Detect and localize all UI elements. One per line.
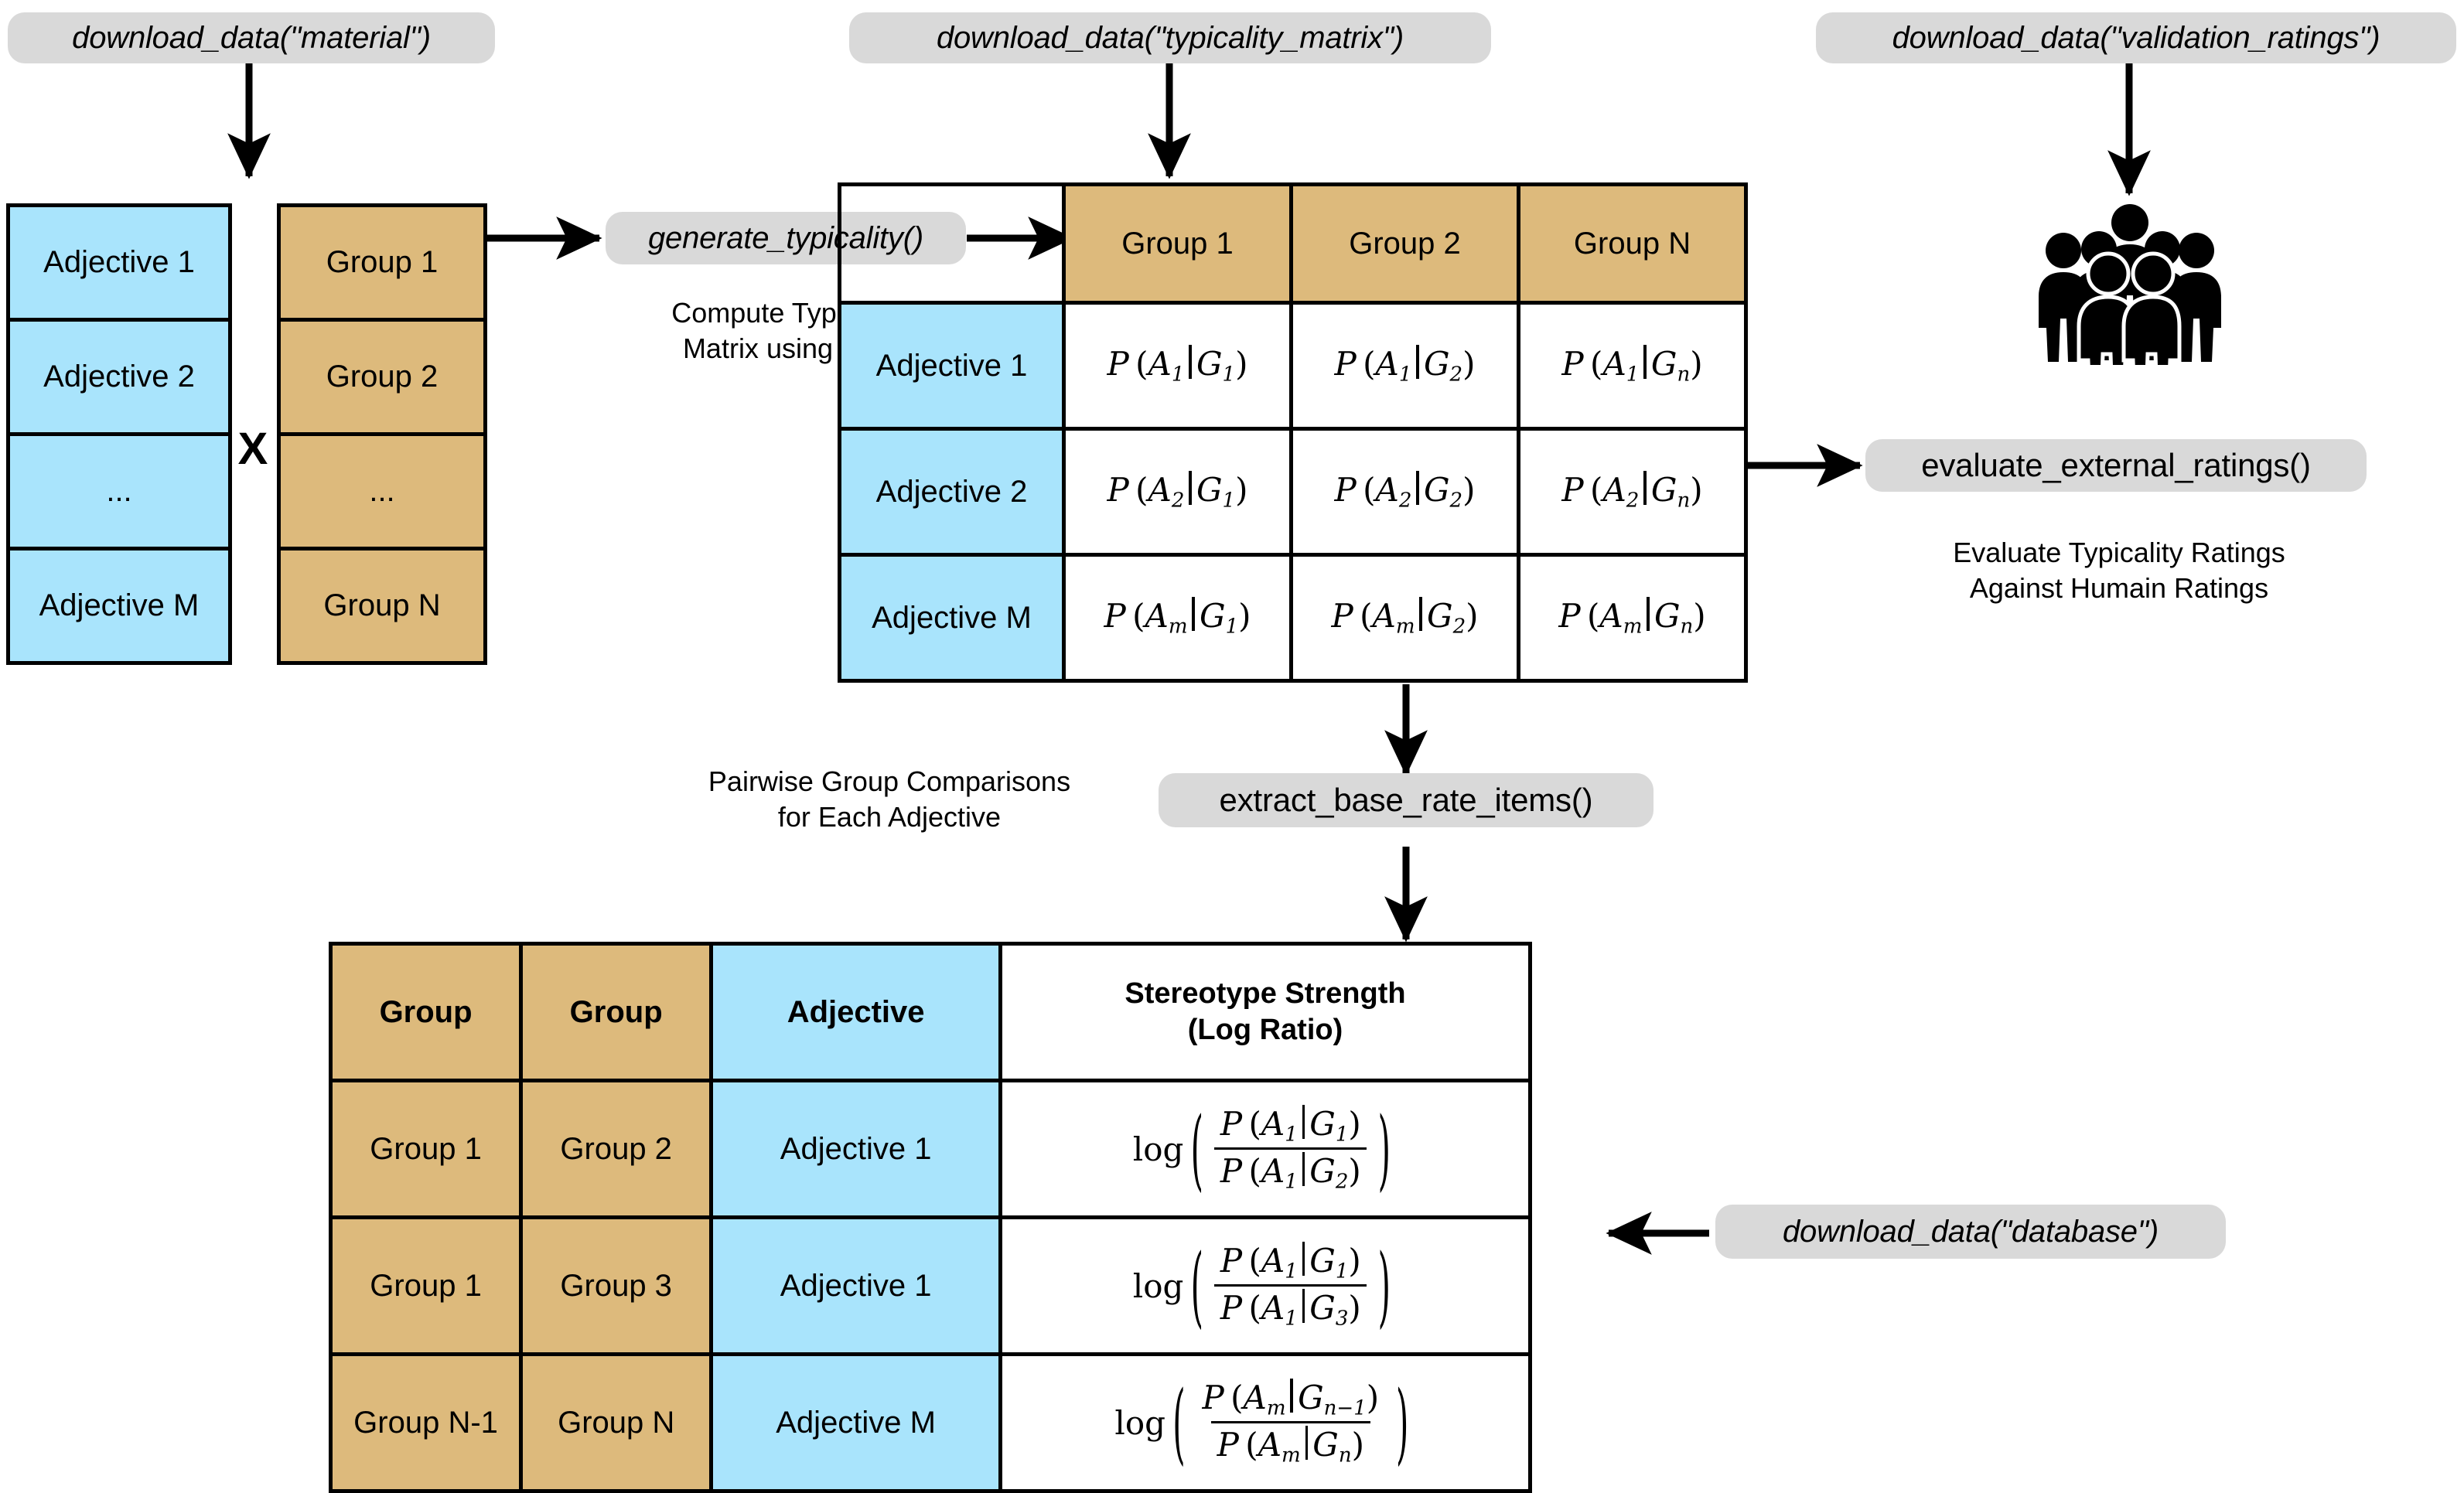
group-cell: Group 2 — [277, 318, 487, 436]
group-column: Group 1 Group 2 ... Group N — [277, 203, 487, 665]
adjective-cell-ellipsis: ... — [6, 432, 232, 551]
adjective-cell: Adjective 1 — [6, 203, 232, 322]
result-table-header-row: Group Group Adjective Stereotype Strengt… — [328, 942, 1532, 1082]
result-header-group-a: Group — [328, 942, 524, 1082]
callout-download-material[interactable]: download_data("material") — [8, 12, 495, 63]
cell-group-a: Group N-1 — [328, 1352, 524, 1493]
matrix-row-header: Adjective M — [838, 553, 1066, 683]
callout-download-validation-ratings[interactable]: download_data("validation_ratings") — [1816, 12, 2456, 63]
header-line-2: (Log Ratio) — [1187, 1014, 1343, 1046]
matrix-header-row: Group 1 Group 2 Group N — [838, 182, 1748, 305]
matrix-col-header: Group 1 — [1062, 182, 1293, 305]
result-header-adjective: Adjective — [709, 942, 1003, 1082]
cell-group-b: Group 3 — [519, 1215, 714, 1356]
matrix-col-header: Group 2 — [1289, 182, 1520, 305]
adjective-column: Adjective 1 Adjective 2 ... Adjective M — [6, 203, 232, 665]
callout-download-typicality-matrix[interactable]: download_data("typicality_matrix") — [849, 12, 1491, 63]
cell-group-b: Group N — [519, 1352, 714, 1493]
adjective-cell: Adjective M — [6, 547, 232, 665]
group-cell: Group N — [277, 547, 487, 665]
adjective-cell: Adjective 2 — [6, 318, 232, 436]
cross-operator: X — [237, 424, 268, 474]
result-header-group-b: Group — [519, 942, 714, 1082]
callout-download-database[interactable]: download_data("database") — [1715, 1205, 2226, 1259]
result-table-row: Group N-1 Group N Adjective M log( P (Am… — [328, 1352, 1532, 1493]
cell-adjective: Adjective 1 — [709, 1215, 1003, 1356]
header-line-1: Stereotype Strength — [1124, 977, 1406, 1010]
callout-evaluate-external-ratings[interactable]: evaluate_external_ratings() — [1865, 439, 2367, 492]
callout-extract-base-rate-items[interactable]: extract_base_rate_items() — [1159, 773, 1653, 827]
cell-group-b: Group 2 — [519, 1079, 714, 1219]
cell-group-a: Group 1 — [328, 1215, 524, 1356]
caption-evaluate-human-ratings: Evaluate Typicality Ratings Against Huma… — [1953, 537, 2285, 605]
cell-adjective: Adjective 1 — [709, 1079, 1003, 1219]
matrix-row-header: Adjective 1 — [838, 301, 1066, 431]
matrix-col-header: Group N — [1517, 182, 1748, 305]
group-cell: Group 1 — [277, 203, 487, 322]
matrix-corner-blank — [838, 182, 1066, 305]
caption-pairwise-comparisons: Pairwise Group Comparisons for Each Adje… — [708, 765, 1071, 833]
matrix-row-header: Adjective 2 — [838, 427, 1066, 557]
crowd-icon — [2025, 203, 2235, 401]
typicality-matrix: Group 1 Group 2 Group N Adjective 1 P (A… — [838, 182, 1748, 683]
result-table: Group Group Adjective Stereotype Strengt… — [328, 942, 1532, 1493]
cell-group-a: Group 1 — [328, 1079, 524, 1219]
cell-adjective: Adjective M — [709, 1352, 1003, 1493]
result-header-stereotype-strength: Stereotype Strength (Log Ratio) — [998, 942, 1532, 1082]
group-cell-ellipsis: ... — [277, 432, 487, 551]
